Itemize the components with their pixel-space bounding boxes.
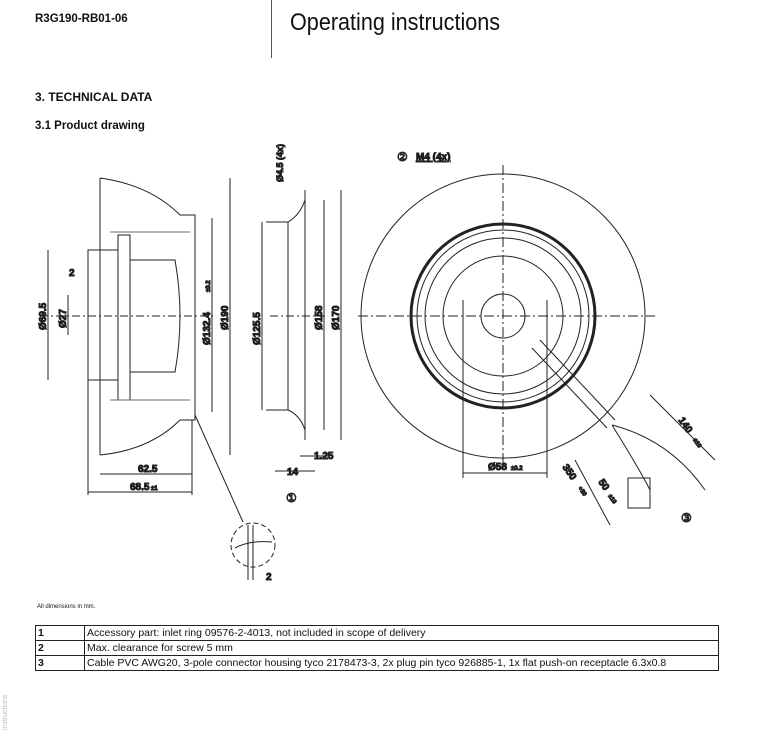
dim-clearance: 2 <box>266 572 272 583</box>
dim-gap2: 2 <box>69 268 75 279</box>
dim-d69-5: Ø69.5 <box>38 302 49 330</box>
dim-d58: Ø58 <box>488 462 507 473</box>
dim-cable350: 350 <box>560 462 579 482</box>
dim-tol68: ±1 <box>151 486 158 492</box>
dim-d27: Ø27 <box>58 309 69 328</box>
row-number: 3 <box>35 655 85 671</box>
dim-d132-4: Ø132.4 <box>202 312 213 345</box>
dim-tol132: ±0.2 <box>206 280 212 292</box>
dimensions-note: All dimensions in mm. <box>37 604 96 610</box>
dim-tol140: ±10 <box>691 438 702 450</box>
inlet-ring-side-view <box>261 190 342 472</box>
dim-cable140: 140 <box>676 415 695 435</box>
detail-view <box>234 525 273 580</box>
dim-len50: 50 <box>596 477 612 493</box>
page-title: Operating instructions <box>290 9 501 36</box>
row-text: Max. clearance for screw 5 mm <box>84 640 719 656</box>
product-drawing: Ø69.5 Ø27 Ø132.4 ±0.2 Ø190 62.5 68.5 ±1 … <box>38 143 716 584</box>
dim-tol58: ±0.2 <box>511 466 523 472</box>
marker-1: ① <box>286 491 297 505</box>
header-divider <box>271 0 272 58</box>
dim-62-5: 62.5 <box>138 464 158 475</box>
dim-1-25: 1.25 <box>314 451 334 462</box>
row-text: Accessory part: inlet ring 09576-2-4013,… <box>84 625 719 641</box>
fan-side-view <box>40 177 244 523</box>
dim-tol350: +20 <box>576 486 587 498</box>
dim-tol50: ±10 <box>606 494 617 506</box>
dim-68-5: 68.5 <box>130 482 150 493</box>
fan-front-view <box>358 165 716 526</box>
row-number: 2 <box>35 640 85 656</box>
side-watermark: instructions <box>2 694 9 730</box>
dim-14: 14 <box>287 467 299 478</box>
dim-thread: M4 (4x) <box>416 152 450 163</box>
section-heading: 3. TECHNICAL DATA <box>35 90 153 104</box>
row-text: Cable PVC AWG20, 3-pole connector housin… <box>84 655 719 671</box>
dim-d190: Ø190 <box>220 305 231 330</box>
dim-hole: Ø4.5 (4x) <box>275 144 285 182</box>
marker-3: ③ <box>681 511 692 525</box>
dim-d158: Ø158 <box>314 305 325 330</box>
model-number: R3G190-RB01-06 <box>35 13 128 25</box>
dim-d170: Ø170 <box>331 305 342 330</box>
marker-2: ② <box>397 150 408 164</box>
row-number: 1 <box>35 625 85 641</box>
dim-d125-5: Ø125.5 <box>252 312 263 345</box>
subsection-heading: 3.1 Product drawing <box>35 120 145 132</box>
